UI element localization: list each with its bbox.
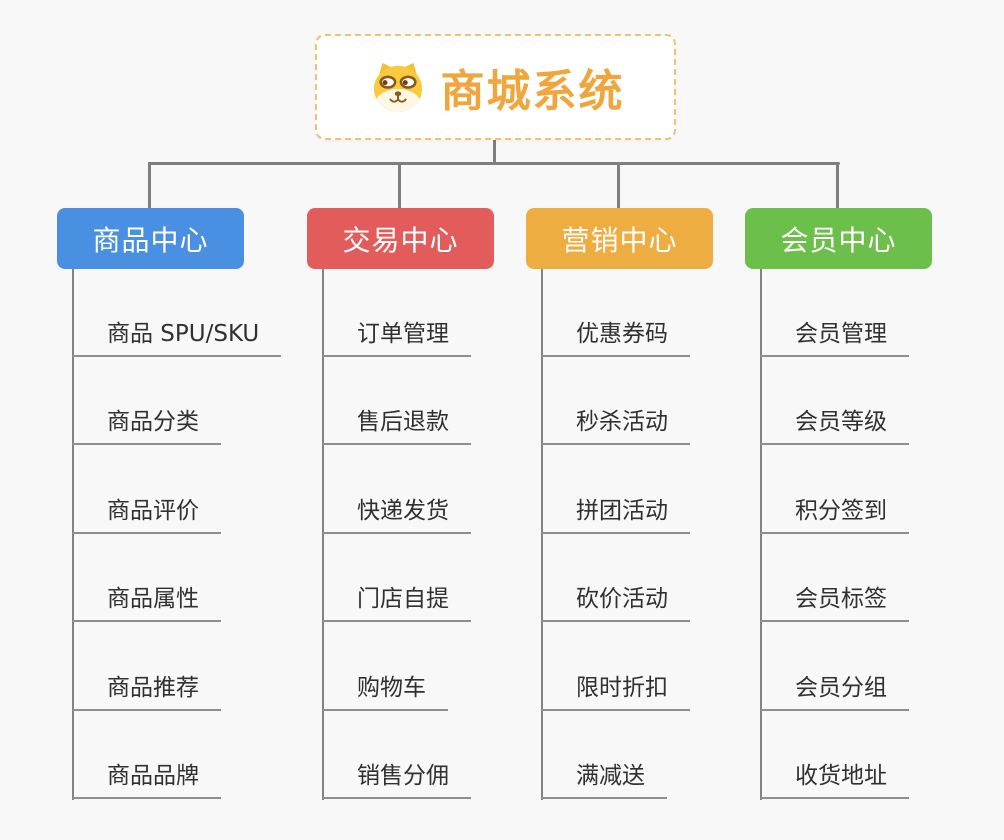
leaf-node[interactable]: 购物车 xyxy=(322,674,448,711)
leaf-node[interactable]: 商品推荐 xyxy=(72,674,221,711)
branch-label: 营销中心 xyxy=(561,223,678,257)
dog-face-icon xyxy=(373,62,422,113)
leaf-node[interactable]: 售后退款 xyxy=(322,408,471,445)
branch-label: 交易中心 xyxy=(342,223,459,257)
leaf-spine-line xyxy=(72,269,74,800)
leaf-column-trade: 订单管理 售后退款 快递发货 门店自提 购物车 销售分佣 xyxy=(322,269,552,800)
leaf-spine-line xyxy=(541,269,543,800)
leaf-column-member: 会员管理 会员等级 积分签到 会员标签 会员分组 收货地址 xyxy=(760,269,990,800)
leaf-node[interactable]: 会员等级 xyxy=(760,408,909,445)
leaf-node[interactable]: 限时折扣 xyxy=(541,674,690,711)
branch-connector-line xyxy=(836,162,839,210)
leaf-node[interactable]: 商品品牌 xyxy=(72,762,221,799)
root-node-mall-system[interactable]: 商城系统 xyxy=(315,34,676,140)
branch-label: 会员中心 xyxy=(780,223,897,257)
leaf-node[interactable]: 订单管理 xyxy=(322,320,471,357)
leaf-spine-line xyxy=(322,269,324,800)
leaf-node[interactable]: 秒杀活动 xyxy=(541,408,690,445)
branch-bus-line xyxy=(148,162,840,165)
leaf-node[interactable]: 销售分佣 xyxy=(322,762,471,799)
leaf-node[interactable]: 商品属性 xyxy=(72,585,221,622)
branch-node-marketing-center[interactable]: 营销中心 xyxy=(526,208,713,269)
leaf-node[interactable]: 商品 SPU/SKU xyxy=(72,320,282,357)
leaf-node[interactable]: 优惠券码 xyxy=(541,320,690,357)
branch-label: 商品中心 xyxy=(92,223,209,257)
leaf-node[interactable]: 商品评价 xyxy=(72,497,221,534)
leaf-node[interactable]: 砍价活动 xyxy=(541,585,690,622)
branch-node-trade-center[interactable]: 交易中心 xyxy=(307,208,494,269)
root-connector-line xyxy=(493,139,496,165)
root-node-title: 商城系统 xyxy=(440,66,625,117)
branch-connector-line xyxy=(148,162,151,210)
leaf-node[interactable]: 收货地址 xyxy=(760,762,909,799)
leaf-node[interactable]: 门店自提 xyxy=(322,585,471,622)
leaf-node[interactable]: 积分签到 xyxy=(760,497,909,534)
branch-connector-line xyxy=(617,162,620,210)
leaf-node[interactable]: 会员标签 xyxy=(760,585,909,622)
leaf-node[interactable]: 满减送 xyxy=(541,762,667,799)
branch-connector-line xyxy=(398,162,401,210)
leaf-node[interactable]: 拼团活动 xyxy=(541,497,690,534)
leaf-node[interactable]: 会员管理 xyxy=(760,320,909,357)
leaf-node[interactable]: 商品分类 xyxy=(72,408,221,445)
leaf-node[interactable]: 快递发货 xyxy=(322,497,471,534)
branch-node-member-center[interactable]: 会员中心 xyxy=(745,208,932,269)
leaf-node[interactable]: 会员分组 xyxy=(760,674,909,711)
branch-node-product-center[interactable]: 商品中心 xyxy=(57,208,244,269)
leaf-column-marketing: 优惠券码 秒杀活动 拼团活动 砍价活动 限时折扣 满减送 xyxy=(541,269,771,800)
leaf-spine-line xyxy=(760,269,762,800)
leaf-column-product: 商品 SPU/SKU 商品分类 商品评价 商品属性 商品推荐 商品品牌 xyxy=(72,269,302,800)
